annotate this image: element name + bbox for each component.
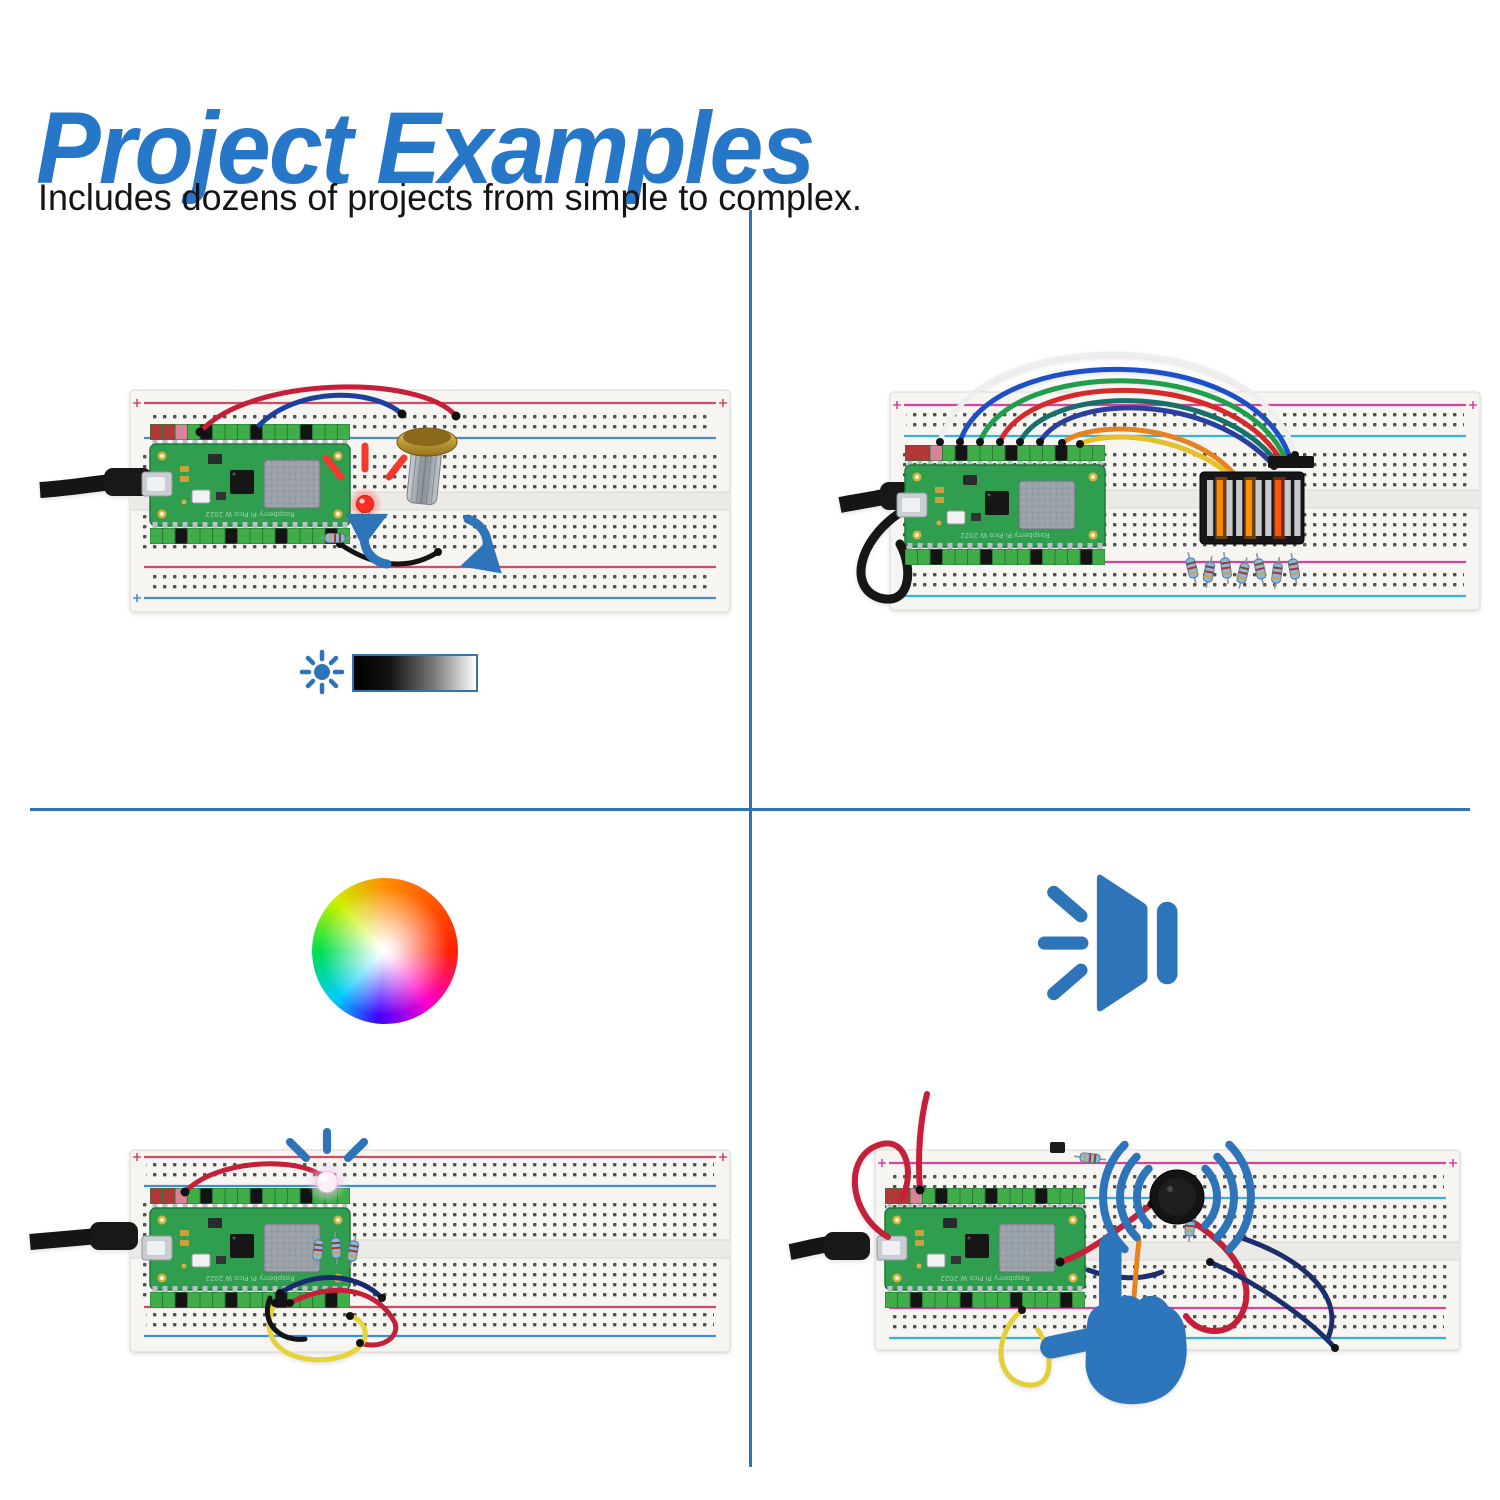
usb-plug	[90, 1222, 138, 1250]
photo-led-bar-graph-project: Raspberry Pi Pico W 2022	[838, 351, 1481, 611]
brightness-sun-icon	[299, 649, 345, 695]
led-bar-graph	[1199, 471, 1305, 545]
rgb-led	[306, 1161, 348, 1203]
red-led	[348, 487, 382, 531]
pico-board	[876, 1187, 1086, 1309]
photo-buzzer-touch-project: Raspberry Pi Pico W 2022	[788, 1091, 1461, 1405]
usb-plug	[104, 468, 152, 496]
usb-plug	[824, 1232, 870, 1260]
buzzer	[1149, 1169, 1205, 1225]
speaker-icon	[1037, 874, 1178, 1012]
divider-vertical	[749, 210, 752, 1467]
divider-horizontal	[30, 808, 1470, 811]
page-title: Project Examples	[36, 91, 815, 206]
jumper-wires	[936, 351, 1314, 489]
pico-silkscreen-label: Raspberry Pi Pico W 2022	[205, 510, 294, 518]
usb-cable	[39, 474, 115, 498]
usb-cable	[29, 1228, 99, 1250]
pico-silkscreen-label: Raspberry Pi Pico W 2022	[205, 1274, 294, 1282]
black-wire-loop	[856, 509, 913, 604]
transistor	[1050, 1142, 1065, 1153]
photo-potentiometer-led-project: Raspberry Pi Pico W 2022	[39, 384, 731, 613]
led-shine-rays	[322, 442, 408, 481]
photo-rgb-led-project: Raspberry Pi Pico W 2022	[29, 1128, 731, 1363]
pico-silkscreen-label: Raspberry Pi Pico W 2022	[960, 531, 1049, 539]
touch-hand-icon	[1040, 1234, 1187, 1405]
pico-silkscreen-label: Raspberry Pi Pico W 2022	[940, 1274, 1029, 1282]
rotate-arrows	[345, 513, 502, 574]
page-subtitle: Includes dozens of projects from simple …	[38, 177, 862, 218]
pico-board	[141, 423, 351, 545]
led-shine-rays	[286, 1128, 368, 1162]
brightness-gradient-bar	[352, 654, 478, 692]
potentiometer	[396, 427, 458, 506]
color-wheel	[312, 878, 458, 1024]
pico-board	[896, 444, 1106, 566]
jumper-wires	[195, 384, 461, 567]
